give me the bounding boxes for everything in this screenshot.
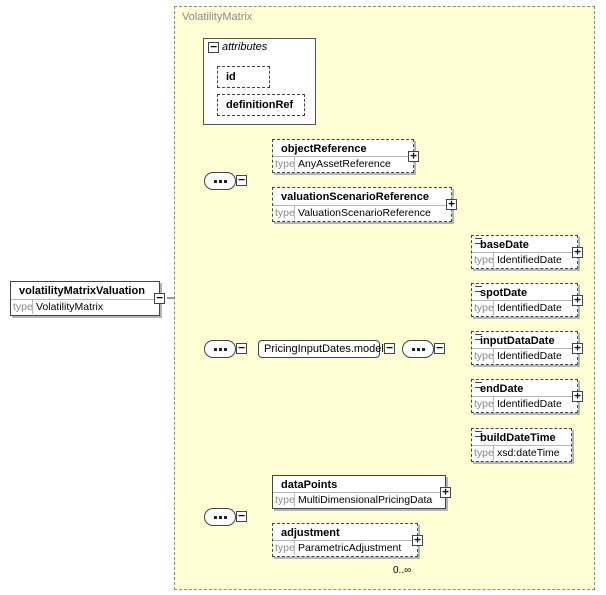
- sequence-compositor[interactable]: [402, 340, 434, 358]
- expand-icon[interactable]: +: [446, 198, 457, 210]
- documentation-icon: [475, 286, 482, 292]
- type-key: type: [13, 300, 33, 314]
- type-key: type: [275, 541, 295, 555]
- type-key: type: [474, 253, 494, 267]
- documentation-icon: [475, 382, 482, 388]
- type-key: type: [474, 301, 494, 315]
- expand-icon[interactable]: +: [412, 534, 423, 546]
- element-name: buildDateTime: [480, 432, 556, 444]
- element-type: IdentifiedDate: [497, 350, 562, 362]
- attribute-definitionref[interactable]: definitionRef: [217, 94, 305, 116]
- root-element-name: volatilityMatrixValuation: [19, 285, 145, 297]
- element-name: valuationScenarioReference: [281, 191, 429, 203]
- element-type: MultiDimensionalPricingData: [298, 494, 433, 506]
- expand-icon[interactable]: +: [408, 150, 419, 162]
- collapse-icon[interactable]: −: [154, 292, 165, 304]
- complex-type-title: VolatilityMatrix: [182, 11, 253, 23]
- element-type: ValuationScenarioReference: [298, 207, 431, 219]
- element-type: xsd:dateTime: [497, 447, 560, 459]
- element-type: IdentifiedDate: [497, 302, 562, 314]
- element-name: endDate: [480, 383, 524, 395]
- type-key: type: [474, 349, 494, 363]
- documentation-icon: [475, 334, 482, 340]
- type-key: type: [275, 157, 295, 171]
- collapse-icon[interactable]: −: [236, 342, 247, 354]
- sequence-compositor[interactable]: [204, 508, 236, 526]
- element-name: inputDataDate: [480, 335, 555, 347]
- expand-icon[interactable]: +: [572, 342, 583, 354]
- collapse-icon[interactable]: −: [434, 342, 445, 354]
- element-type: AnyAssetReference: [298, 158, 391, 170]
- element-name: adjustment: [281, 527, 340, 539]
- collapse-icon[interactable]: −: [208, 41, 219, 53]
- expand-icon[interactable]: +: [440, 486, 451, 498]
- sequence-compositor[interactable]: [204, 340, 236, 358]
- expand-icon[interactable]: +: [572, 390, 583, 402]
- element-name: baseDate: [480, 239, 529, 251]
- element-name: spotDate: [480, 287, 528, 299]
- root-element-type: VolatilityMatrix: [36, 301, 104, 313]
- documentation-icon: [475, 238, 482, 244]
- collapse-icon[interactable]: −: [384, 342, 395, 354]
- sequence-compositor[interactable]: [204, 172, 236, 190]
- element-name: dataPoints: [281, 479, 338, 491]
- group-reference[interactable]: PricingInputDates.model: [258, 340, 384, 358]
- type-key: type: [275, 206, 295, 220]
- element-name: objectReference: [281, 143, 367, 155]
- element-type: IdentifiedDate: [497, 398, 562, 410]
- collapse-icon[interactable]: −: [236, 510, 247, 522]
- type-key: type: [275, 493, 295, 507]
- expand-icon[interactable]: +: [572, 246, 583, 258]
- type-key: type: [474, 397, 494, 411]
- element-type: IdentifiedDate: [497, 254, 562, 266]
- type-key: type: [474, 446, 494, 460]
- expand-icon[interactable]: +: [572, 294, 583, 306]
- occurrence-label: 0..∞: [393, 565, 412, 576]
- element-type: ParametricAdjustment: [298, 542, 402, 554]
- attributes-title: attributes: [222, 41, 268, 53]
- documentation-icon: [475, 431, 482, 437]
- collapse-icon[interactable]: −: [236, 174, 247, 186]
- attribute-id[interactable]: id: [217, 66, 270, 88]
